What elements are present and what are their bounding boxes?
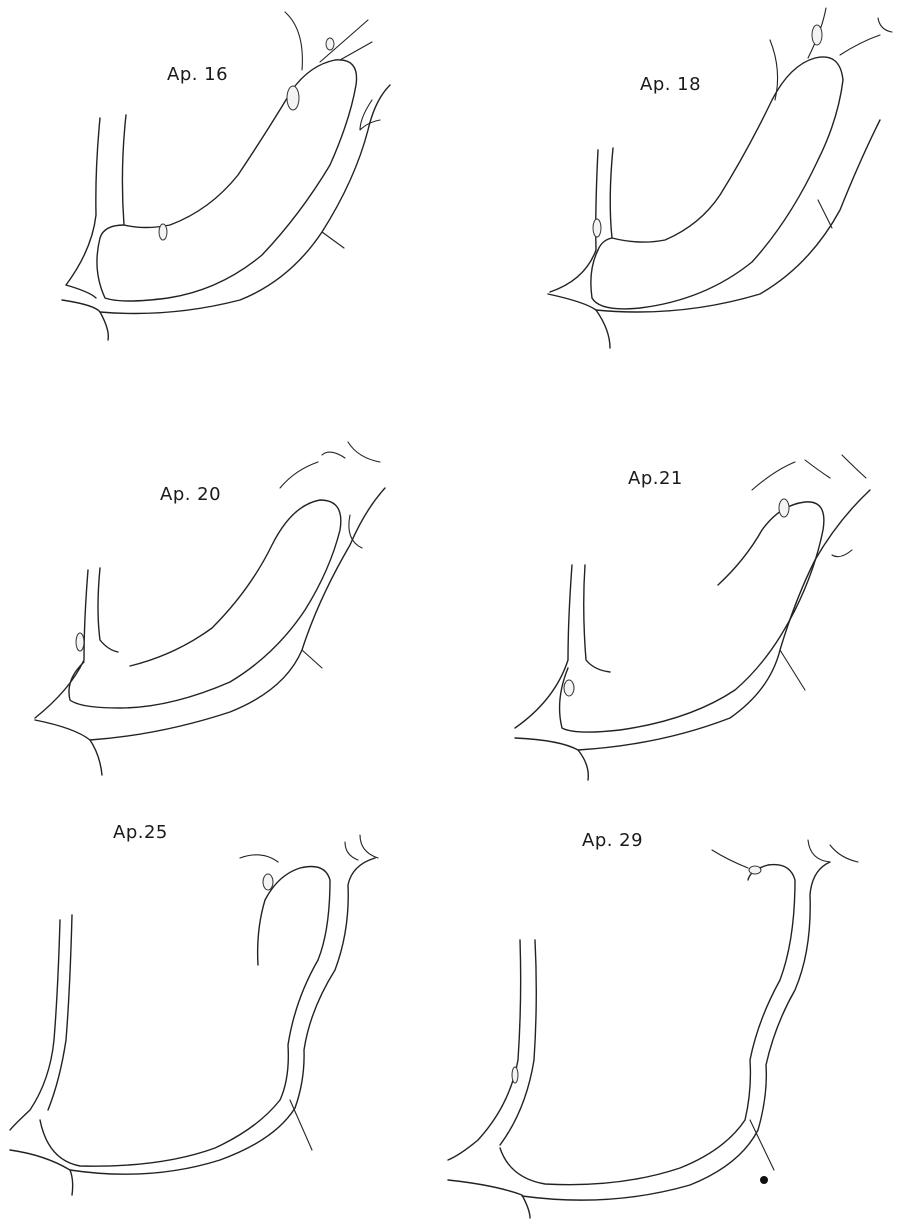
panel-label-ap20: Ap. 20 [160,484,221,505]
panel-label-ap29: Ap. 29 [582,830,643,851]
panel-label-ap18: Ap. 18 [640,74,701,95]
panel-ap29-drawing [448,840,858,1218]
panel-label-ap21: Ap.21 [628,468,683,489]
panel-label-ap16: Ap. 16 [167,64,228,85]
panel-ap25-drawing [10,835,378,1195]
panel-label-ap25: Ap.25 [113,822,168,843]
panel-ap21-drawing [515,455,870,780]
panel-ap18-drawing [548,8,892,348]
panel-ap16-drawing [62,12,390,340]
